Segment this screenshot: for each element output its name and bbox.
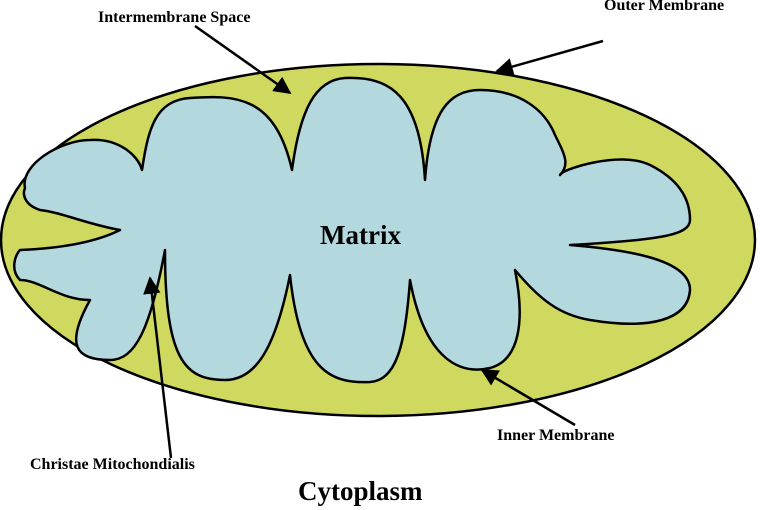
inner-membrane-label: Inner Membrane [497,427,615,444]
pointer-arrows [143,24,604,459]
matrix-shape [13,76,692,384]
cristae-label: Christae Mitochondialis [30,456,195,473]
cytoplasm-label: Cytoplasm [298,476,423,506]
matrix-label: Matrix [320,220,401,250]
outer-membrane-arrow [495,39,604,76]
intermembrane-space-label: Intermembrane Space [98,9,251,26]
cristae-arrow [143,276,173,459]
intermembrane-space-arrow [194,24,292,95]
outer-membrane-label: Outer Membrane [604,0,725,14]
inner-membrane-arrow [480,368,576,427]
